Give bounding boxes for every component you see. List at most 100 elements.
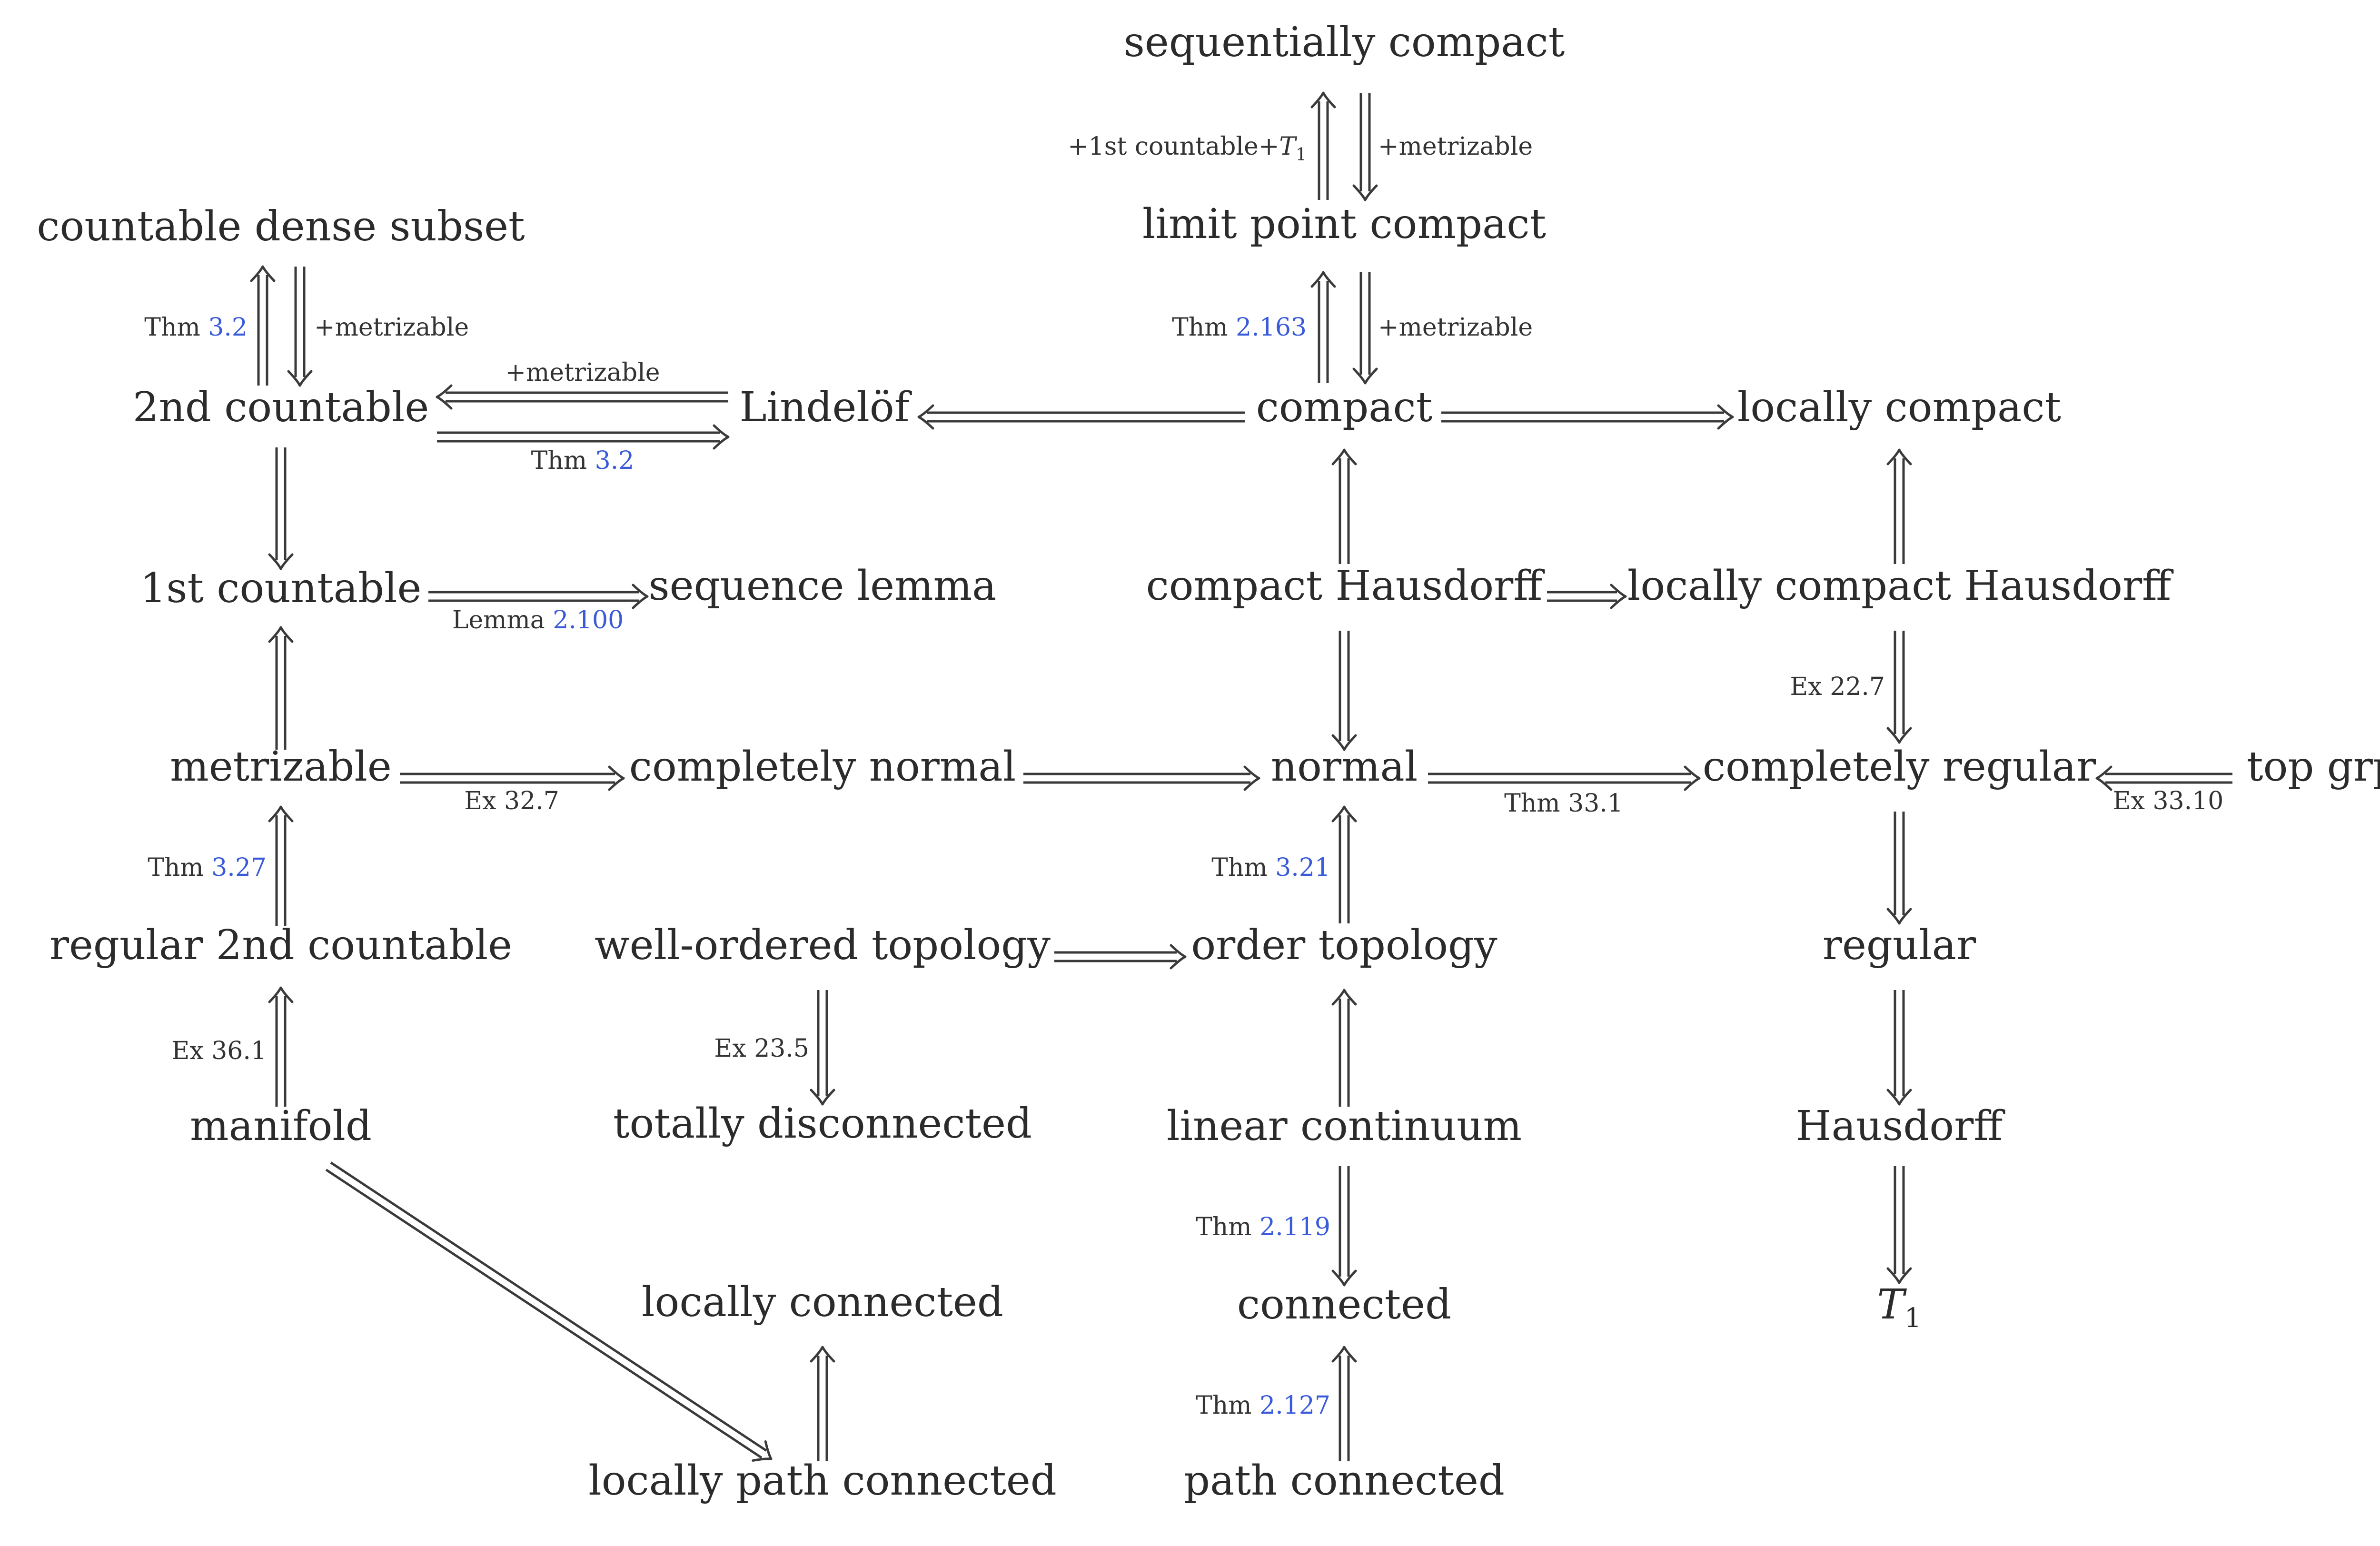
node-compact-hausdorff: compact Hausdorff <box>1146 562 1546 610</box>
label-ex-word: Ex <box>1790 673 1822 701</box>
label-thm-2-127: Thm 2.127 <box>1196 1391 1330 1420</box>
arrow-head <box>287 370 313 387</box>
arrow-order-topology-to-normal <box>1331 805 1357 923</box>
label-ex-word: Ex <box>714 1034 746 1063</box>
label-ex-number: 22.7 <box>1830 673 1885 701</box>
label-thm-33-1: Thm 33.1 <box>1504 789 1623 818</box>
arrow-head <box>1331 734 1357 751</box>
arrow-head <box>250 265 276 282</box>
node-normal: normal <box>1271 743 1418 791</box>
node-well-ordered-topology: well-ordered topology <box>595 922 1051 969</box>
label-plus-metrizable-lindelof: +metrizable <box>505 358 660 387</box>
label-thm-word: Thm <box>148 853 203 882</box>
label-ex-number: 23.5 <box>754 1034 809 1063</box>
node-sequentially-compact: sequentially compact <box>1124 19 1565 66</box>
node-countable-dense-subset: countable dense subset <box>37 203 525 250</box>
arrow-1st-countable-to-sequence-lemma <box>428 584 649 609</box>
arrow-regular-2nd-countable-to-metrizable <box>268 805 294 926</box>
arrow-head <box>1886 1267 1912 1284</box>
arrow-head <box>268 626 294 643</box>
arrow-metrizable-to-1st-countable <box>268 626 294 750</box>
label-thm-word: Thm <box>144 313 200 342</box>
label-lemma-2-100: Lemma 2.100 <box>452 606 624 634</box>
arrow-head <box>1684 765 1701 791</box>
label-plus-metrizable-cds: +metrizable <box>314 313 469 342</box>
label-t-letter: T <box>1279 132 1297 161</box>
arrow-manifold-to-locally-path-connected <box>325 1161 773 1462</box>
label-ex-word: Ex <box>2113 787 2145 815</box>
label-plus-metrizable-lpc: +metrizable <box>1378 313 1533 342</box>
arrow-head <box>1310 91 1336 109</box>
label-ex-22-7: Ex 22.7 <box>1790 673 1885 701</box>
label-ex-number: 32.7 <box>504 787 559 815</box>
label-ex-word: Ex <box>171 1037 203 1065</box>
node-locally-path-connected: locally path connected <box>588 1457 1057 1505</box>
arrow-completely-regular-to-regular <box>1886 812 1912 925</box>
arrow-head <box>1331 1269 1357 1287</box>
arrow-head <box>1886 1089 1912 1106</box>
arrow-head <box>1717 404 1734 430</box>
arrow-well-ordered-topology-to-order-topology <box>1054 944 1187 970</box>
t1-letter: T <box>1877 1281 1907 1328</box>
node-manifold: manifold <box>190 1102 372 1150</box>
label-ex-32-7: Ex 32.7 <box>464 787 559 815</box>
t1-subscript: 1 <box>1904 1303 1922 1334</box>
arrow-head <box>632 584 649 609</box>
node-metrizable: metrizable <box>170 743 392 791</box>
node-linear-continuum: linear continuum <box>1167 1102 1522 1150</box>
arrow-2nd-countable-to-countable-dense-subset <box>250 265 276 386</box>
node-path-connected: path connected <box>1184 1457 1505 1505</box>
arrow-limit-point-compact-to-sequentially-compact <box>1310 91 1336 200</box>
arrow-head <box>1331 805 1357 823</box>
arrow-shaft <box>325 1169 763 1459</box>
node-locally-connected: locally connected <box>642 1278 1003 1326</box>
arrow-path-connected-to-connected <box>1331 1346 1357 1461</box>
arrow-lindelof-to-2nd-countable <box>436 384 728 410</box>
node-connected: connected <box>1237 1281 1451 1328</box>
label-first-countable-plus-t1: +1st countable+T1 <box>1068 132 1307 165</box>
arrow-head <box>752 1440 773 1462</box>
arrow-head <box>917 404 934 430</box>
node-order-topology: order topology <box>1191 922 1497 969</box>
arrow-head <box>268 986 294 1003</box>
arrow-head <box>810 1089 835 1106</box>
arrow-head <box>268 553 294 570</box>
arrow-head <box>1886 908 1912 925</box>
arrow-limit-point-compact-to-compact <box>1352 272 1378 385</box>
arrow-compact-to-lindelof <box>917 404 1245 430</box>
arrow-normal-to-completely-regular <box>1428 765 1701 791</box>
label-ref: 3.2 <box>208 313 248 342</box>
arrow-head <box>1310 271 1336 288</box>
arrow-compact-to-limit-point-compact <box>1310 271 1336 383</box>
arrow-manifold-to-regular-2nd-countable <box>268 986 294 1107</box>
label-thm-3-2-lindelof: Thm 3.2 <box>531 446 635 475</box>
arrow-head <box>2095 765 2112 791</box>
label-prefix: +1st countable+ <box>1068 132 1279 161</box>
label-thm-3-27: Thm 3.27 <box>148 853 267 882</box>
arrow-regular-to-hausdorff <box>1886 990 1912 1106</box>
arrow-head <box>1886 448 1912 466</box>
label-ref: 3.27 <box>211 853 267 882</box>
arrow-compact-to-locally-compact <box>1441 404 1734 430</box>
node-regular-2nd-countable: regular 2nd countable <box>50 922 512 969</box>
arrow-2nd-countable-to-lindelof <box>437 424 730 450</box>
label-ex-word: Ex <box>464 787 496 815</box>
node-completely-regular: completely regular <box>1703 743 2096 791</box>
node-compact: compact <box>1256 384 1433 431</box>
arrow-metrizable-to-completely-normal <box>400 765 625 791</box>
arrow-shaft <box>330 1161 767 1452</box>
label-ex-33-10: Ex 33.10 <box>2113 787 2224 815</box>
arrow-locally-path-connected-to-locally-connected <box>810 1346 835 1461</box>
arrow-completely-normal-to-normal <box>1023 765 1260 791</box>
node-2nd-countable: 2nd countable <box>133 384 429 431</box>
arrow-2nd-countable-to-1st-countable <box>268 447 294 570</box>
label-ref: 2.100 <box>553 606 624 634</box>
arrow-countable-dense-subset-to-2nd-countable <box>287 267 313 387</box>
label-thm-word: Thm <box>1196 1391 1251 1420</box>
node-lindelof: Lindelöf <box>739 384 912 431</box>
label-thm-word: Thm <box>1172 313 1228 342</box>
node-t1: T1 <box>1877 1281 1921 1334</box>
arrow-compact-hausdorff-to-locally-compact-hausdorff <box>1547 584 1627 609</box>
arrow-head <box>810 1346 835 1363</box>
